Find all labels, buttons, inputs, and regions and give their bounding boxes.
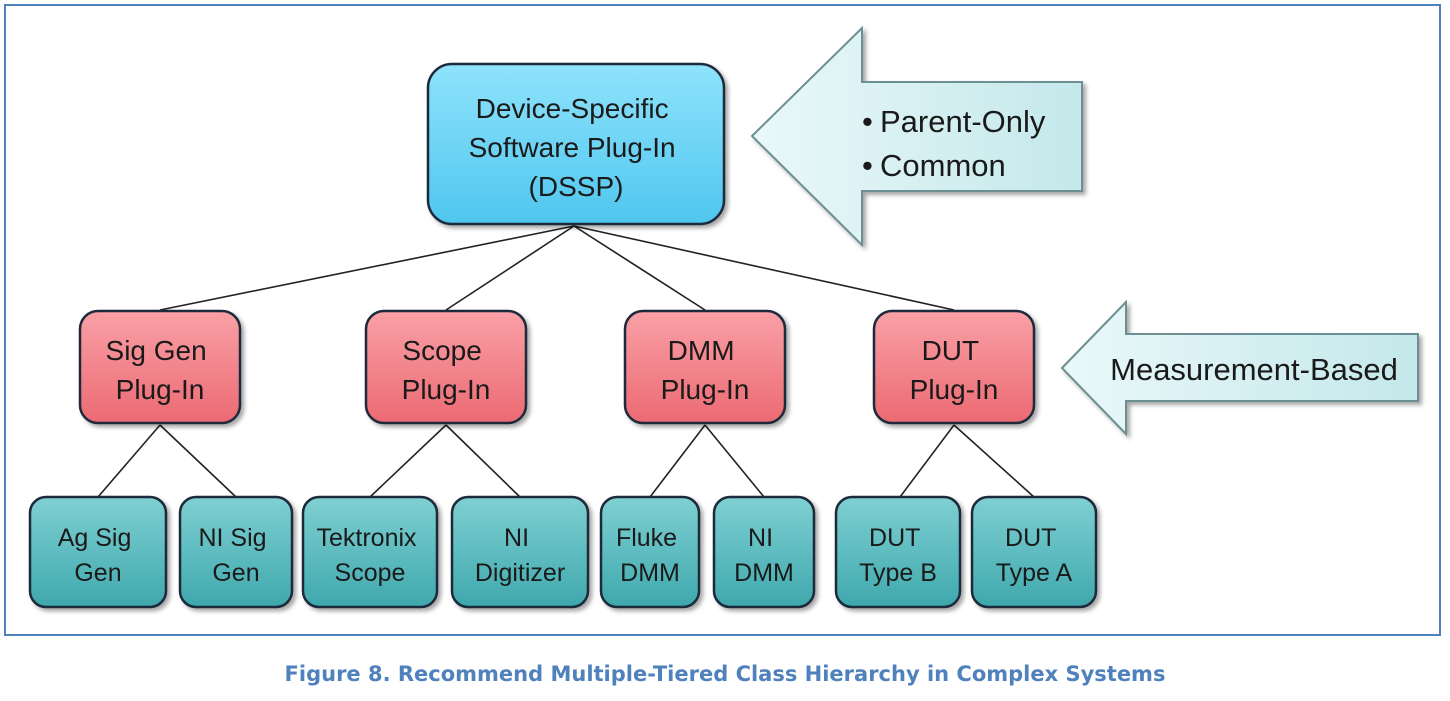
connector-root-dut [573, 225, 955, 311]
class-hierarchy-diagram: Device-Specific Software Plug-In (DSSP) … [28, 25, 1419, 609]
plugin-node-dmm[interactable]: DMM Plug-In [623, 309, 787, 425]
plugin-node-sig-gen[interactable]: Sig Gen Plug-In [78, 309, 242, 425]
left-arrow-icon [750, 25, 1083, 248]
plugin-node-label: DMM Plug-In [661, 335, 750, 405]
root-node-label: Device-Specific Software Plug-In (DSSP) [469, 93, 684, 202]
leaf-node-label: DUT Type B [859, 524, 937, 587]
left-arrow-icon [1060, 299, 1419, 437]
connector-dmm-fluke [649, 424, 706, 498]
connector-scope-tek [369, 424, 447, 498]
leaf-node-label: Fluke DMM [616, 524, 684, 587]
connector-scope-ni [445, 424, 521, 498]
connector-root-scope [445, 225, 575, 311]
leaf-node-box [28, 495, 168, 609]
plugin-node-label: Sig Gen Plug-In [106, 335, 215, 405]
connector-dut-a [953, 424, 1035, 498]
connector-dut-b [899, 424, 955, 498]
leaf-node-box [712, 495, 816, 609]
leaf-node-fluke-dmm[interactable]: Fluke DMM [599, 495, 701, 609]
connector-root-dmm [573, 225, 706, 311]
leaf-node-box [178, 495, 294, 609]
arrow-parent-only-common: •Parent-Only •Common [750, 25, 1083, 248]
plugin-node-scope[interactable]: Scope Plug-In [364, 309, 528, 425]
arrow-bullet-list: •Parent-Only •Common [862, 104, 1054, 183]
leaf-node-label: Ag Sig Gen [58, 524, 139, 587]
leaf-node-box [599, 495, 701, 609]
plugin-node-label: Scope Plug-In [402, 335, 491, 405]
leaf-node-box [834, 495, 962, 609]
leaf-node-tektronix-scope[interactable]: Tektronix Scope [301, 495, 439, 609]
root-node-dssp[interactable]: Device-Specific Software Plug-In (DSSP) [426, 62, 726, 226]
leaf-node-box [970, 495, 1098, 609]
plugin-node-box [364, 309, 528, 425]
plugin-node-label: DUT Plug-In [910, 335, 999, 405]
leaf-node-label: NI Sig Gen [198, 524, 273, 587]
connector-dmm-ni [704, 424, 765, 498]
leaf-node-ag-sig-gen[interactable]: Ag Sig Gen [28, 495, 168, 609]
leaf-node-ni-digitizer[interactable]: NI Digitizer [450, 495, 590, 609]
connector-siggen-ag [97, 424, 161, 498]
leaf-node-ni-dmm[interactable]: NI DMM [712, 495, 816, 609]
connector-lines [97, 225, 1035, 498]
plugin-node-dut[interactable]: DUT Plug-In [872, 309, 1036, 425]
leaf-node-box [450, 495, 590, 609]
plugin-node-box [78, 309, 242, 425]
leaf-node-dut-type-b[interactable]: DUT Type B [834, 495, 962, 609]
plugin-node-box [623, 309, 787, 425]
figure-caption: Figure 8. Recommend Multiple-Tiered Clas… [284, 662, 1166, 686]
arrow-measurement-based: Measurement-Based [1060, 299, 1419, 437]
leaf-node-dut-type-a[interactable]: DUT Type A [970, 495, 1098, 609]
root-node-box [426, 62, 726, 226]
connector-siggen-ni [159, 424, 237, 498]
leaf-node-label: Tektronix Scope [317, 524, 424, 587]
connector-root-siggen [159, 225, 575, 311]
leaf-node-label: NI Digitizer [475, 524, 565, 587]
leaf-node-label: NI DMM [734, 524, 794, 587]
leaf-node-box [301, 495, 439, 609]
arrow-label: Measurement-Based [1110, 352, 1398, 387]
leaf-node-label: DUT Type A [996, 524, 1073, 587]
leaf-node-ni-sig-gen[interactable]: NI Sig Gen [178, 495, 294, 609]
plugin-node-box [872, 309, 1036, 425]
